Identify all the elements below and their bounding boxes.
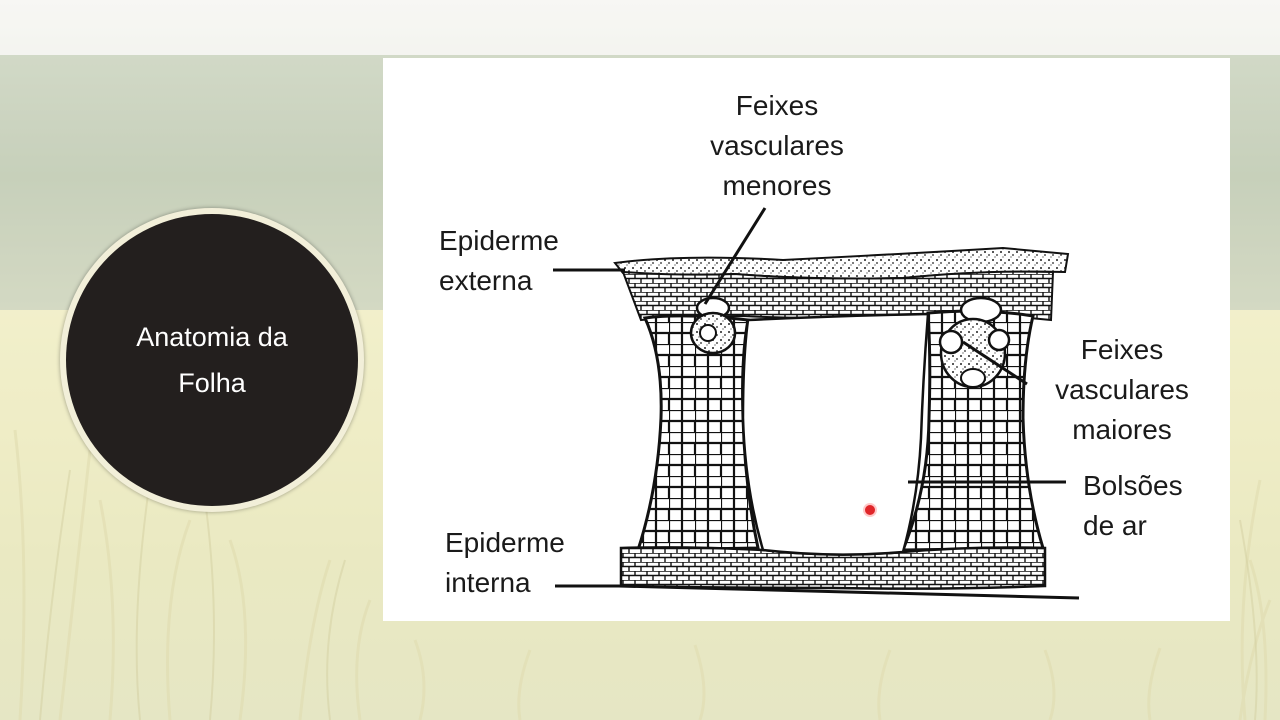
label-line: vasculares xyxy=(1055,374,1189,405)
diagram-panel: Feixes vasculares menores Epiderme exter… xyxy=(383,58,1230,621)
label-line: menores xyxy=(722,170,832,201)
label-feixes-vasculares-menores: Feixes vasculares menores xyxy=(677,86,877,206)
major-vascular-bundle xyxy=(938,296,1011,389)
label-feixes-vasculares-maiores: Feixes vasculares maiores xyxy=(1037,330,1207,450)
minor-vascular-bundle xyxy=(689,296,737,355)
label-line: de ar xyxy=(1083,510,1147,541)
inner-epidermis-line xyxy=(618,584,1080,600)
label-epiderme-externa: Epiderme externa xyxy=(439,221,559,301)
label-line: externa xyxy=(439,265,533,296)
upper-cortex xyxy=(621,270,1055,322)
label-line: interna xyxy=(445,567,531,598)
air-pocket xyxy=(741,312,930,556)
label-line: vasculares xyxy=(710,130,844,161)
slide-title-line-2: Folha xyxy=(178,368,246,398)
label-bolsoes-de-ar: Bolsões de ar xyxy=(1083,466,1183,546)
label-line: Bolsões xyxy=(1083,470,1183,501)
left-septum xyxy=(635,314,760,552)
title-badge: Anatomia da Folha xyxy=(66,214,358,506)
leaf-cross-section-diagram xyxy=(553,207,1080,600)
laser-pointer-dot xyxy=(865,505,875,515)
label-line: Feixes xyxy=(1080,334,1164,365)
label-line: Epiderme xyxy=(445,527,565,558)
label-line: maiores xyxy=(1072,414,1172,445)
label-epiderme-interna: Epiderme interna xyxy=(445,523,565,603)
leader-feixes-menores xyxy=(703,207,767,305)
leader-feixes-maiores xyxy=(962,340,1028,386)
label-line: Feixes xyxy=(735,90,819,121)
slide-title-line-1: Anatomia da xyxy=(136,322,288,352)
label-line: Epiderme xyxy=(439,225,559,256)
slide-title: Anatomia da Folha xyxy=(102,314,322,406)
